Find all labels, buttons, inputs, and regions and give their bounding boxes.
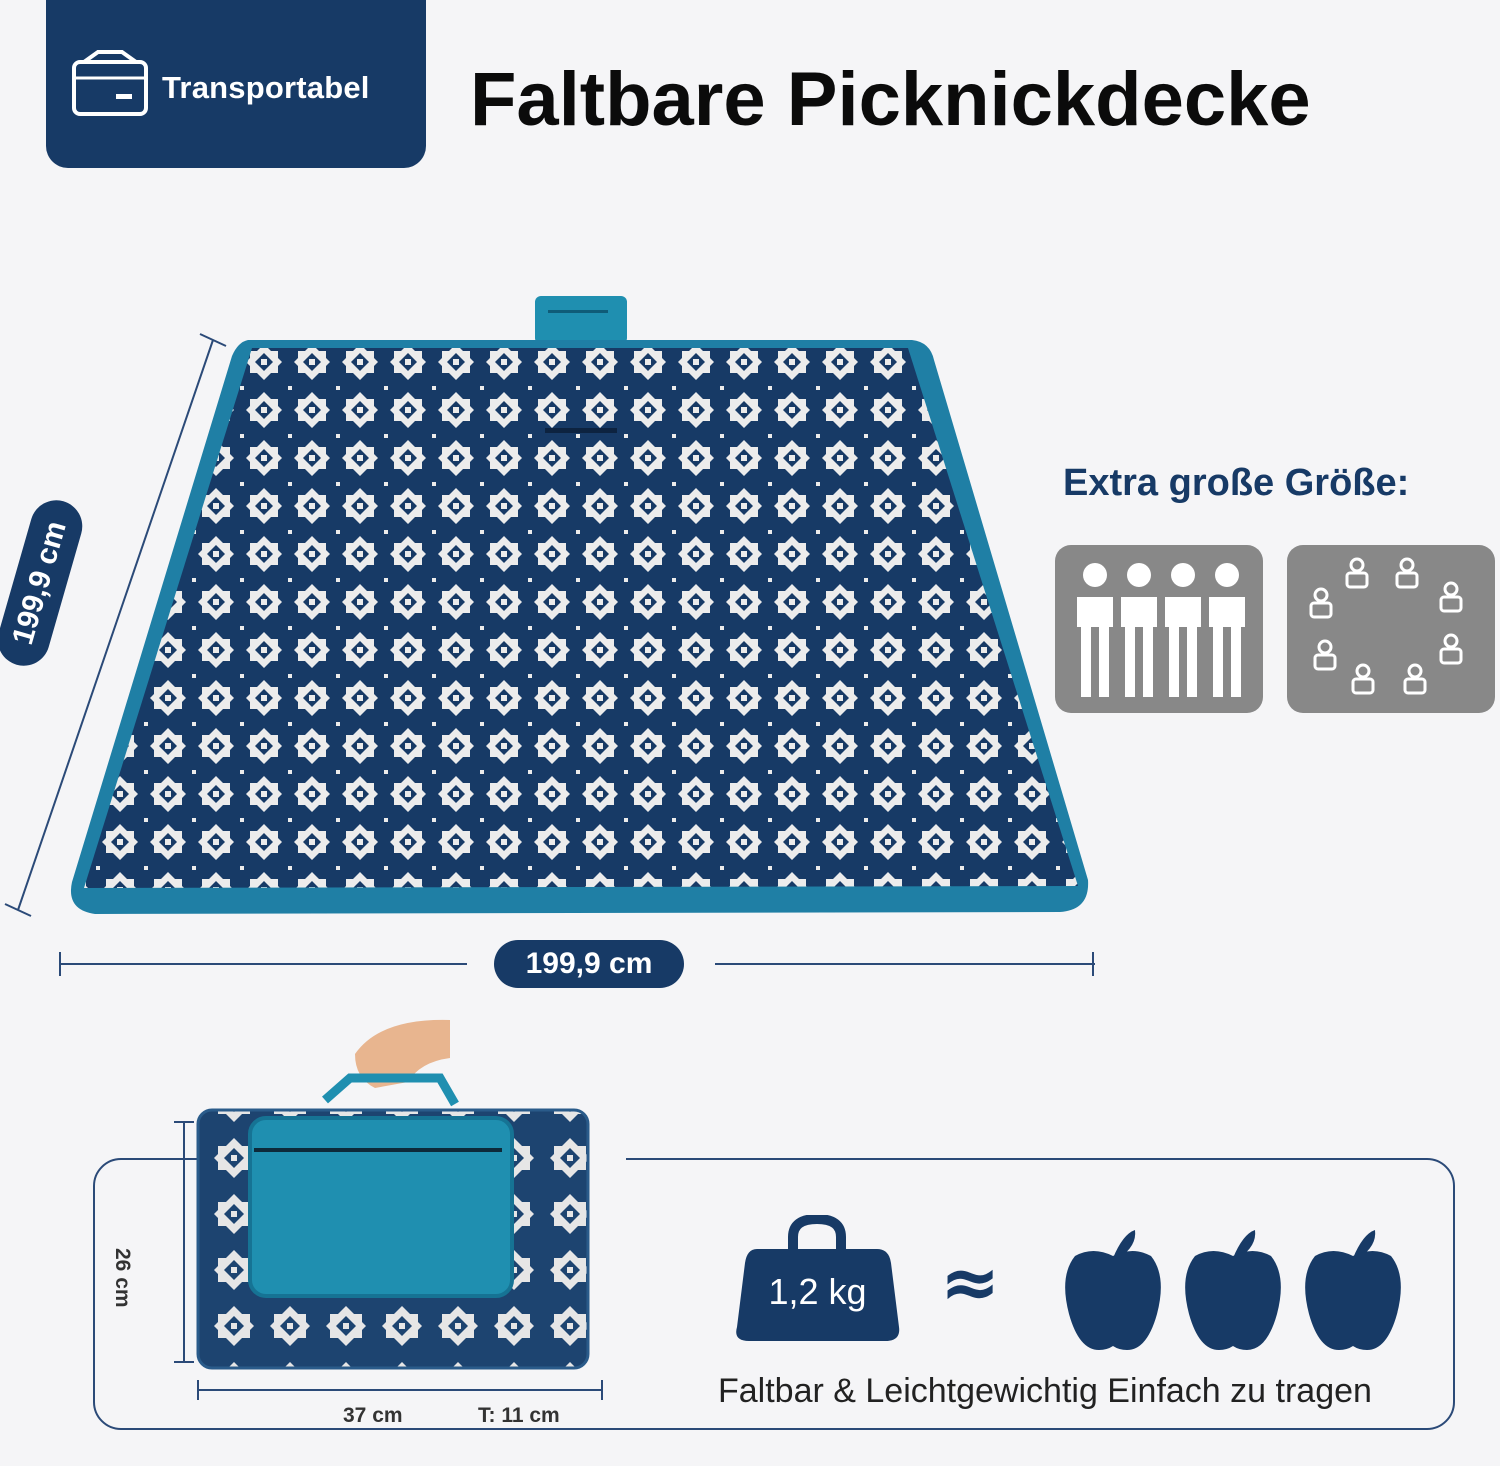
- width-dimension-line: [59, 952, 1095, 976]
- transportable-badge: [46, 0, 426, 168]
- blanket-width-label: 199,9 cm: [494, 940, 684, 988]
- four-people-icon: [1077, 563, 1245, 697]
- folded-depth-label: T: 11 cm: [478, 1404, 560, 1427]
- badge-label: Transportabel: [162, 70, 370, 105]
- suitcase-icon: [72, 50, 148, 116]
- approx-symbol: ≈: [940, 1240, 1001, 1324]
- four-people-card: [1055, 545, 1263, 713]
- apple-icon: [1185, 1230, 1281, 1350]
- blanket-illustration: [4, 296, 1089, 917]
- page-title: Faltbare Picknickdecke: [470, 57, 1311, 142]
- info-panel: [93, 1158, 1455, 1430]
- folded-width-label: 37 cm: [343, 1404, 403, 1427]
- people-circle-card: [1287, 545, 1495, 713]
- weight-value: 1,2 kg: [768, 1271, 867, 1312]
- people-circle-icon: [1309, 557, 1463, 695]
- folded-height-label: 26 cm: [111, 1248, 134, 1308]
- apple-icon: [1065, 1230, 1161, 1350]
- folded-bag-illustration: [174, 1019, 603, 1400]
- weight-icon: [736, 1215, 900, 1341]
- size-heading: Extra große Größe:: [1063, 462, 1410, 504]
- weight-caption: Faltbar & Leichtgewichtig Einfach zu tra…: [718, 1372, 1372, 1410]
- apple-icon: [1305, 1230, 1401, 1350]
